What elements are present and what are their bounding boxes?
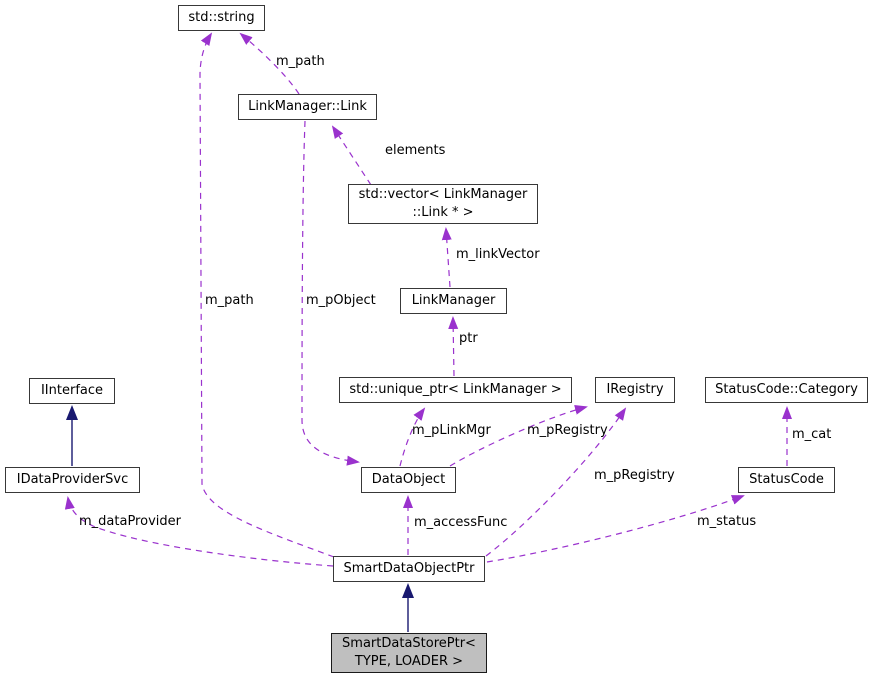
node-linkmanager[interactable]: LinkManager bbox=[400, 288, 507, 314]
edge-m-pregistry-dataobject bbox=[449, 404, 588, 467]
edge-label-elements: elements bbox=[385, 143, 446, 158]
node-statuscode[interactable]: StatusCode bbox=[738, 467, 835, 493]
edge-ptr bbox=[448, 316, 459, 377]
edge-label-m-dataprovider: m_dataProvider bbox=[79, 514, 181, 529]
edge-label-m-path-link: m_path bbox=[276, 54, 325, 69]
node-std-string[interactable]: std::string bbox=[178, 5, 265, 31]
edge-elements bbox=[331, 125, 372, 186]
node-smartdataobjectptr[interactable]: SmartDataObjectPtr bbox=[333, 556, 485, 582]
edge-label-m-pobject: m_pObject bbox=[306, 293, 376, 308]
edge-label-m-linkvector: m_linkVector bbox=[456, 247, 540, 262]
node-iregistry[interactable]: IRegistry bbox=[595, 377, 675, 403]
edge-m-status bbox=[486, 495, 745, 563]
edge-m-plinkmgr bbox=[399, 407, 426, 467]
edge-label-m-accessfunc: m_accessFunc bbox=[414, 515, 508, 530]
node-idataprovidersvc[interactable]: IDataProviderSvc bbox=[5, 467, 140, 493]
edge-label-m-cat: m_cat bbox=[792, 427, 832, 442]
edge-label-m-plinkmgr: m_pLinkMgr bbox=[412, 423, 491, 438]
edge-label-m-pregistry-smart: m_pRegistry bbox=[594, 468, 675, 483]
edge-label-m-status: m_status bbox=[697, 514, 757, 529]
node-iinterface[interactable]: IInterface bbox=[29, 378, 115, 404]
edge-label-ptr: ptr bbox=[459, 331, 478, 346]
edge-m-pregistry-smart bbox=[485, 407, 627, 557]
edge-m-pobject bbox=[301, 120, 360, 466]
edge-m-linkvector bbox=[441, 227, 452, 288]
node-std-unique-ptr[interactable]: std::unique_ptr< LinkManager > bbox=[339, 377, 572, 403]
edge-m-path-smart-to-string bbox=[199, 32, 335, 558]
node-std-vector[interactable]: std::vector< LinkManager ::Link * > bbox=[348, 184, 538, 224]
node-linkmanager-link[interactable]: LinkManager::Link bbox=[238, 94, 377, 120]
edge-label-m-pregistry-dataobject: m_pRegistry bbox=[527, 423, 608, 438]
node-dataobject[interactable]: DataObject bbox=[361, 467, 456, 493]
node-statuscode-category[interactable]: StatusCode::Category bbox=[705, 377, 868, 403]
node-smartdatastoreptr-current: SmartDataStorePtr< TYPE, LOADER > bbox=[331, 633, 487, 673]
edge-m-dataprovider bbox=[64, 496, 334, 567]
edge-label-m-path-smart: m_path bbox=[205, 293, 254, 308]
